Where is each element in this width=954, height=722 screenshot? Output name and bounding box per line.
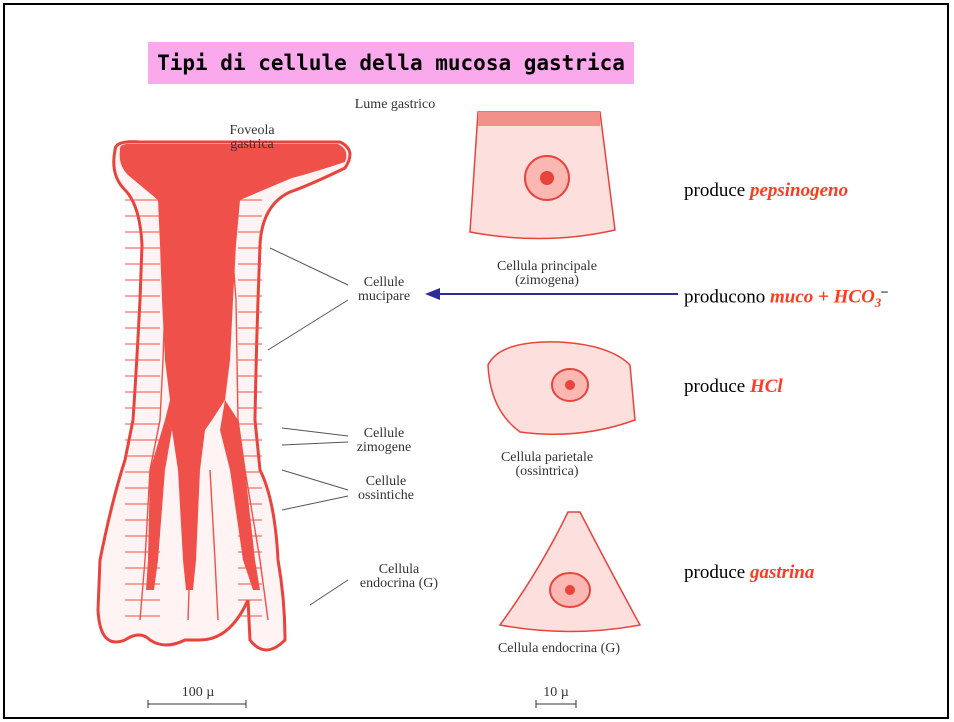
label-mucipare-line1: Cellule xyxy=(344,276,424,290)
product-term: HCl xyxy=(750,376,783,397)
label-ossintiche-line1: Cellule xyxy=(344,475,428,489)
product-muco: producono muco + HCO3– xyxy=(684,283,888,311)
scale-bars xyxy=(148,700,576,708)
product-gastrina: produce gastrina xyxy=(684,562,814,584)
label-cellula-endocrina-right: Cellula endocrina (G) xyxy=(484,642,634,656)
product-pepsinogeno: produce pepsinogeno xyxy=(684,180,848,202)
endocrine-cell-drawing xyxy=(500,512,640,632)
label-cellule-ossintiche: Cellule ossintiche xyxy=(344,475,428,503)
label-parietale-line1: Cellula parietale xyxy=(482,451,612,465)
label-cellule-mucipare: Cellule mucipare xyxy=(344,276,424,304)
product-prefix: produce xyxy=(684,562,750,583)
product-term: muco + HCO xyxy=(770,286,875,307)
label-mucipare-line2: mucipare xyxy=(344,290,424,304)
label-foveola: Foveola gastrica xyxy=(212,124,292,152)
label-zimogene-line2: zimogene xyxy=(344,441,424,455)
arrow-left xyxy=(425,288,678,300)
label-parietale-line2: (ossintrica) xyxy=(482,465,612,479)
product-superscript: – xyxy=(881,283,888,298)
label-cellula-parietale: Cellula parietale (ossintrica) xyxy=(482,451,612,479)
chief-cell-drawing xyxy=(470,112,615,239)
label-cellula-endocrina-left: Cellula endocrina (G) xyxy=(344,563,454,591)
product-hcl: produce HCl xyxy=(684,376,783,398)
label-cellula-principale: Cellula principale (zimogena) xyxy=(482,260,612,288)
scale-label-100: 100 µ xyxy=(150,686,246,700)
gastric-gland-drawing xyxy=(98,142,350,650)
product-prefix: producono xyxy=(684,286,770,307)
label-foveola-line2: gastrica xyxy=(212,138,292,152)
label-ossintiche-line2: ossintiche xyxy=(344,489,428,503)
label-endocrina-left-line1: Cellula xyxy=(344,563,454,577)
label-cellule-zimogene: Cellule zimogene xyxy=(344,427,424,455)
label-principale-line2: (zimogena) xyxy=(482,274,612,288)
leader-lines xyxy=(268,248,348,605)
label-endocrina-left-line2: endocrina (G) xyxy=(344,577,454,591)
scale-label-10: 10 µ xyxy=(530,686,582,700)
parietal-cell-drawing xyxy=(488,342,635,434)
product-prefix: produce xyxy=(684,180,750,201)
label-lume-gastrico: Lume gastrico xyxy=(335,98,455,112)
product-term: gastrina xyxy=(750,562,814,583)
product-term: pepsinogeno xyxy=(750,180,848,201)
product-prefix: produce xyxy=(684,376,750,397)
label-foveola-line1: Foveola xyxy=(212,124,292,138)
label-principale-line1: Cellula principale xyxy=(482,260,612,274)
label-zimogene-line1: Cellule xyxy=(344,427,424,441)
